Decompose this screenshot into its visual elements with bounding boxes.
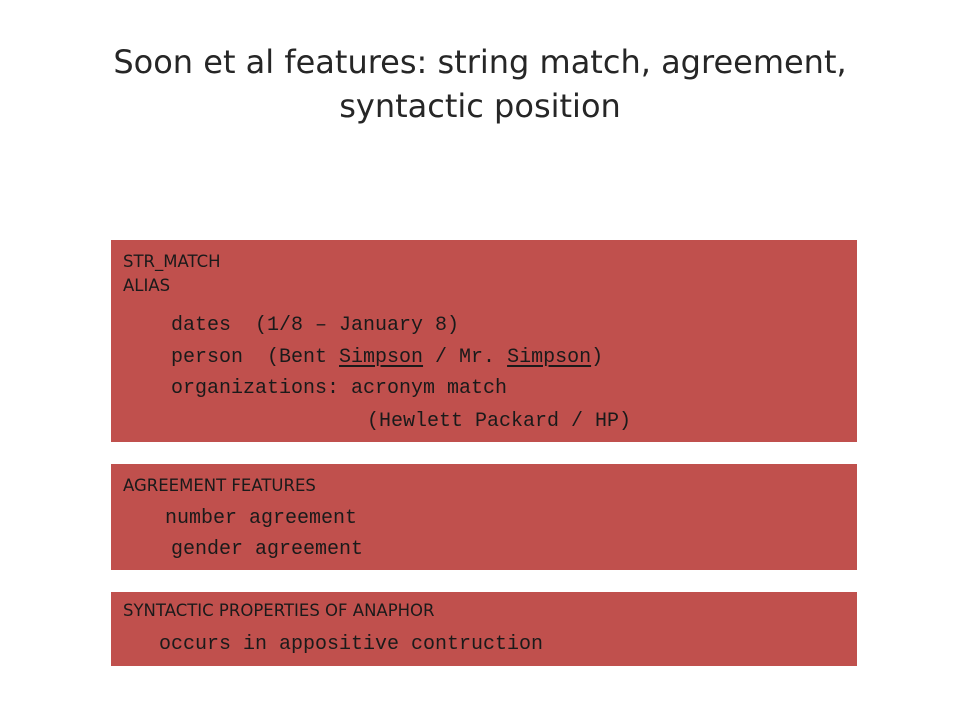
agreement-features-box: AGREEMENT FEATURES number agreement gend… xyxy=(111,464,857,570)
surname-underlined: Simpson xyxy=(507,346,592,369)
slide-title: Soon et al features: string match, agree… xyxy=(113,43,847,125)
person-example: person (Bent Simpson / Mr. Simpson) xyxy=(171,346,603,370)
dates-example: dates (1/8 – January 8) xyxy=(171,314,460,337)
surname-underlined: Simpson xyxy=(339,346,424,369)
person-suffix: ) xyxy=(591,346,604,369)
organizations-acronym-example: (Hewlett Packard / HP) xyxy=(367,410,632,433)
syntactic-heading: SYNTACTIC PROPERTIES OF ANAPHOR xyxy=(123,601,435,620)
agreement-heading: AGREEMENT FEATURES xyxy=(123,476,316,495)
syntactic-item: occurs in appositive contruction xyxy=(159,633,544,656)
syntactic-properties-box: SYNTACTIC PROPERTIES OF ANAPHOR occurs i… xyxy=(111,592,857,666)
person-prefix: person (Bent xyxy=(171,346,340,369)
agreement-item: gender agreement xyxy=(171,538,364,561)
agreement-item: number agreement xyxy=(165,507,358,530)
str-match-heading: STR_MATCH xyxy=(123,252,221,271)
person-middle: / Mr. xyxy=(423,346,508,369)
string-match-box: STR_MATCH ALIAS dates (1/8 – January 8) … xyxy=(111,240,857,442)
alias-heading: ALIAS xyxy=(123,276,171,295)
organizations-example: organizations: acronym match xyxy=(171,377,508,400)
